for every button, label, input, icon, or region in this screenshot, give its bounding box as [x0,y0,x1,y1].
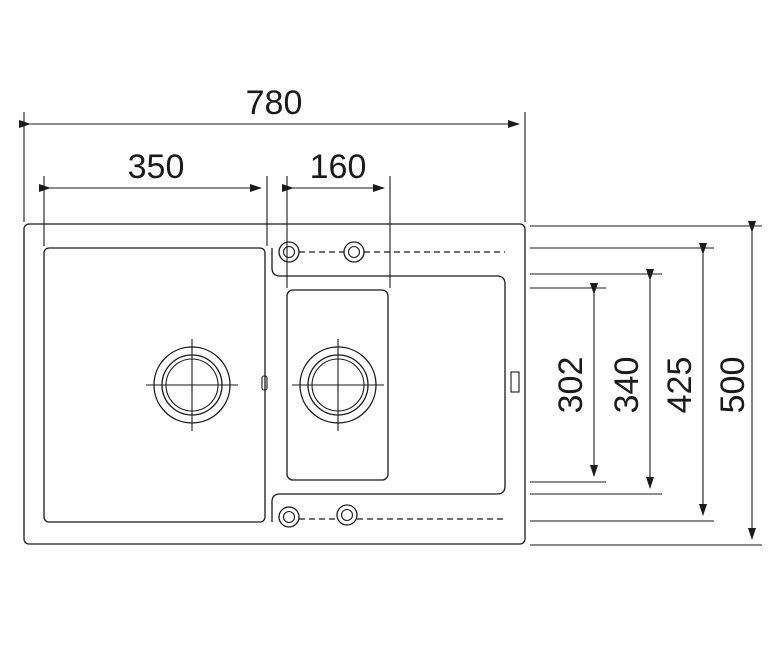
drainer-area [271,248,506,522]
label-small-bowl-depth: 302 [552,357,590,414]
small-bowl [286,289,389,481]
label-overall-depth: 500 [714,357,752,414]
dimension-labels: 780 350 160 302 340 425 500 [128,84,752,413]
tap-hole-bottom-left [278,506,300,528]
label-overall-width: 780 [246,84,303,122]
label-drainer-depth: 340 [608,357,646,414]
label-main-bowl-depth: 425 [661,357,699,414]
sink-outline [23,223,526,545]
dimension-lines [19,120,756,540]
bowl-divider-nub [261,375,268,391]
tap-hole-top-right [343,241,365,263]
main-bowl-drain [146,339,238,431]
tap-hole-top-left [278,241,300,263]
label-main-bowl-width: 350 [128,148,185,186]
tap-hole-bottom-right [336,504,358,526]
label-small-bowl-width: 160 [310,148,367,186]
main-bowl [43,247,266,523]
overflow-slot [510,371,520,393]
small-bowl-drain [292,339,384,431]
sink-outer-edge [23,223,526,545]
tap-holes [278,241,505,528]
